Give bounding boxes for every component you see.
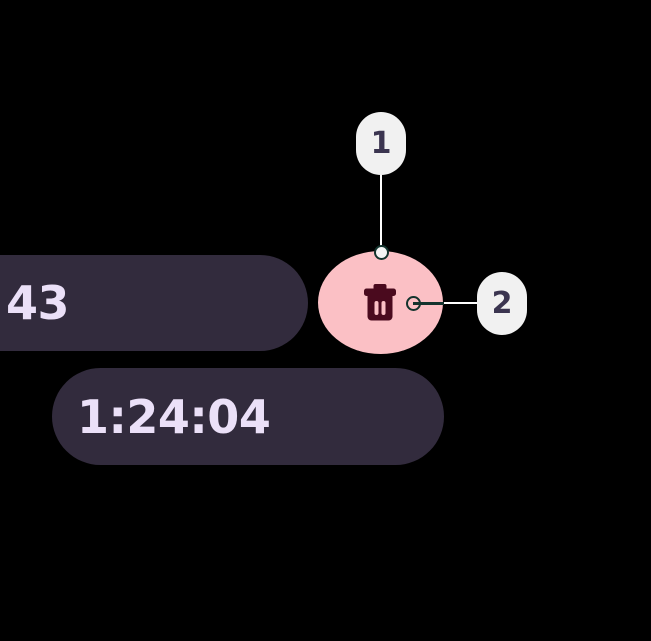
timer-pill-label: 1:24:04 [77, 389, 271, 444]
annotation-badge-1-label: 1 [370, 126, 392, 161]
annotation-connector-line-1 [380, 160, 382, 252]
annotation-anchor-dot-1 [374, 245, 389, 260]
trash-icon [363, 283, 397, 322]
count-pill[interactable]: 43 [0, 255, 308, 351]
count-pill-label: 43 [6, 276, 70, 330]
annotation-badge-1: 1 [356, 112, 406, 175]
annotation-connector-line-2 [413, 302, 491, 304]
annotation-badge-2: 2 [477, 272, 527, 335]
annotation-badge-2-label: 2 [491, 286, 513, 321]
timer-pill[interactable]: 1:24:04 [52, 368, 444, 465]
annotation-connector-line-2-overlap [413, 302, 444, 305]
annotation-anchor-dot-2 [406, 296, 421, 311]
